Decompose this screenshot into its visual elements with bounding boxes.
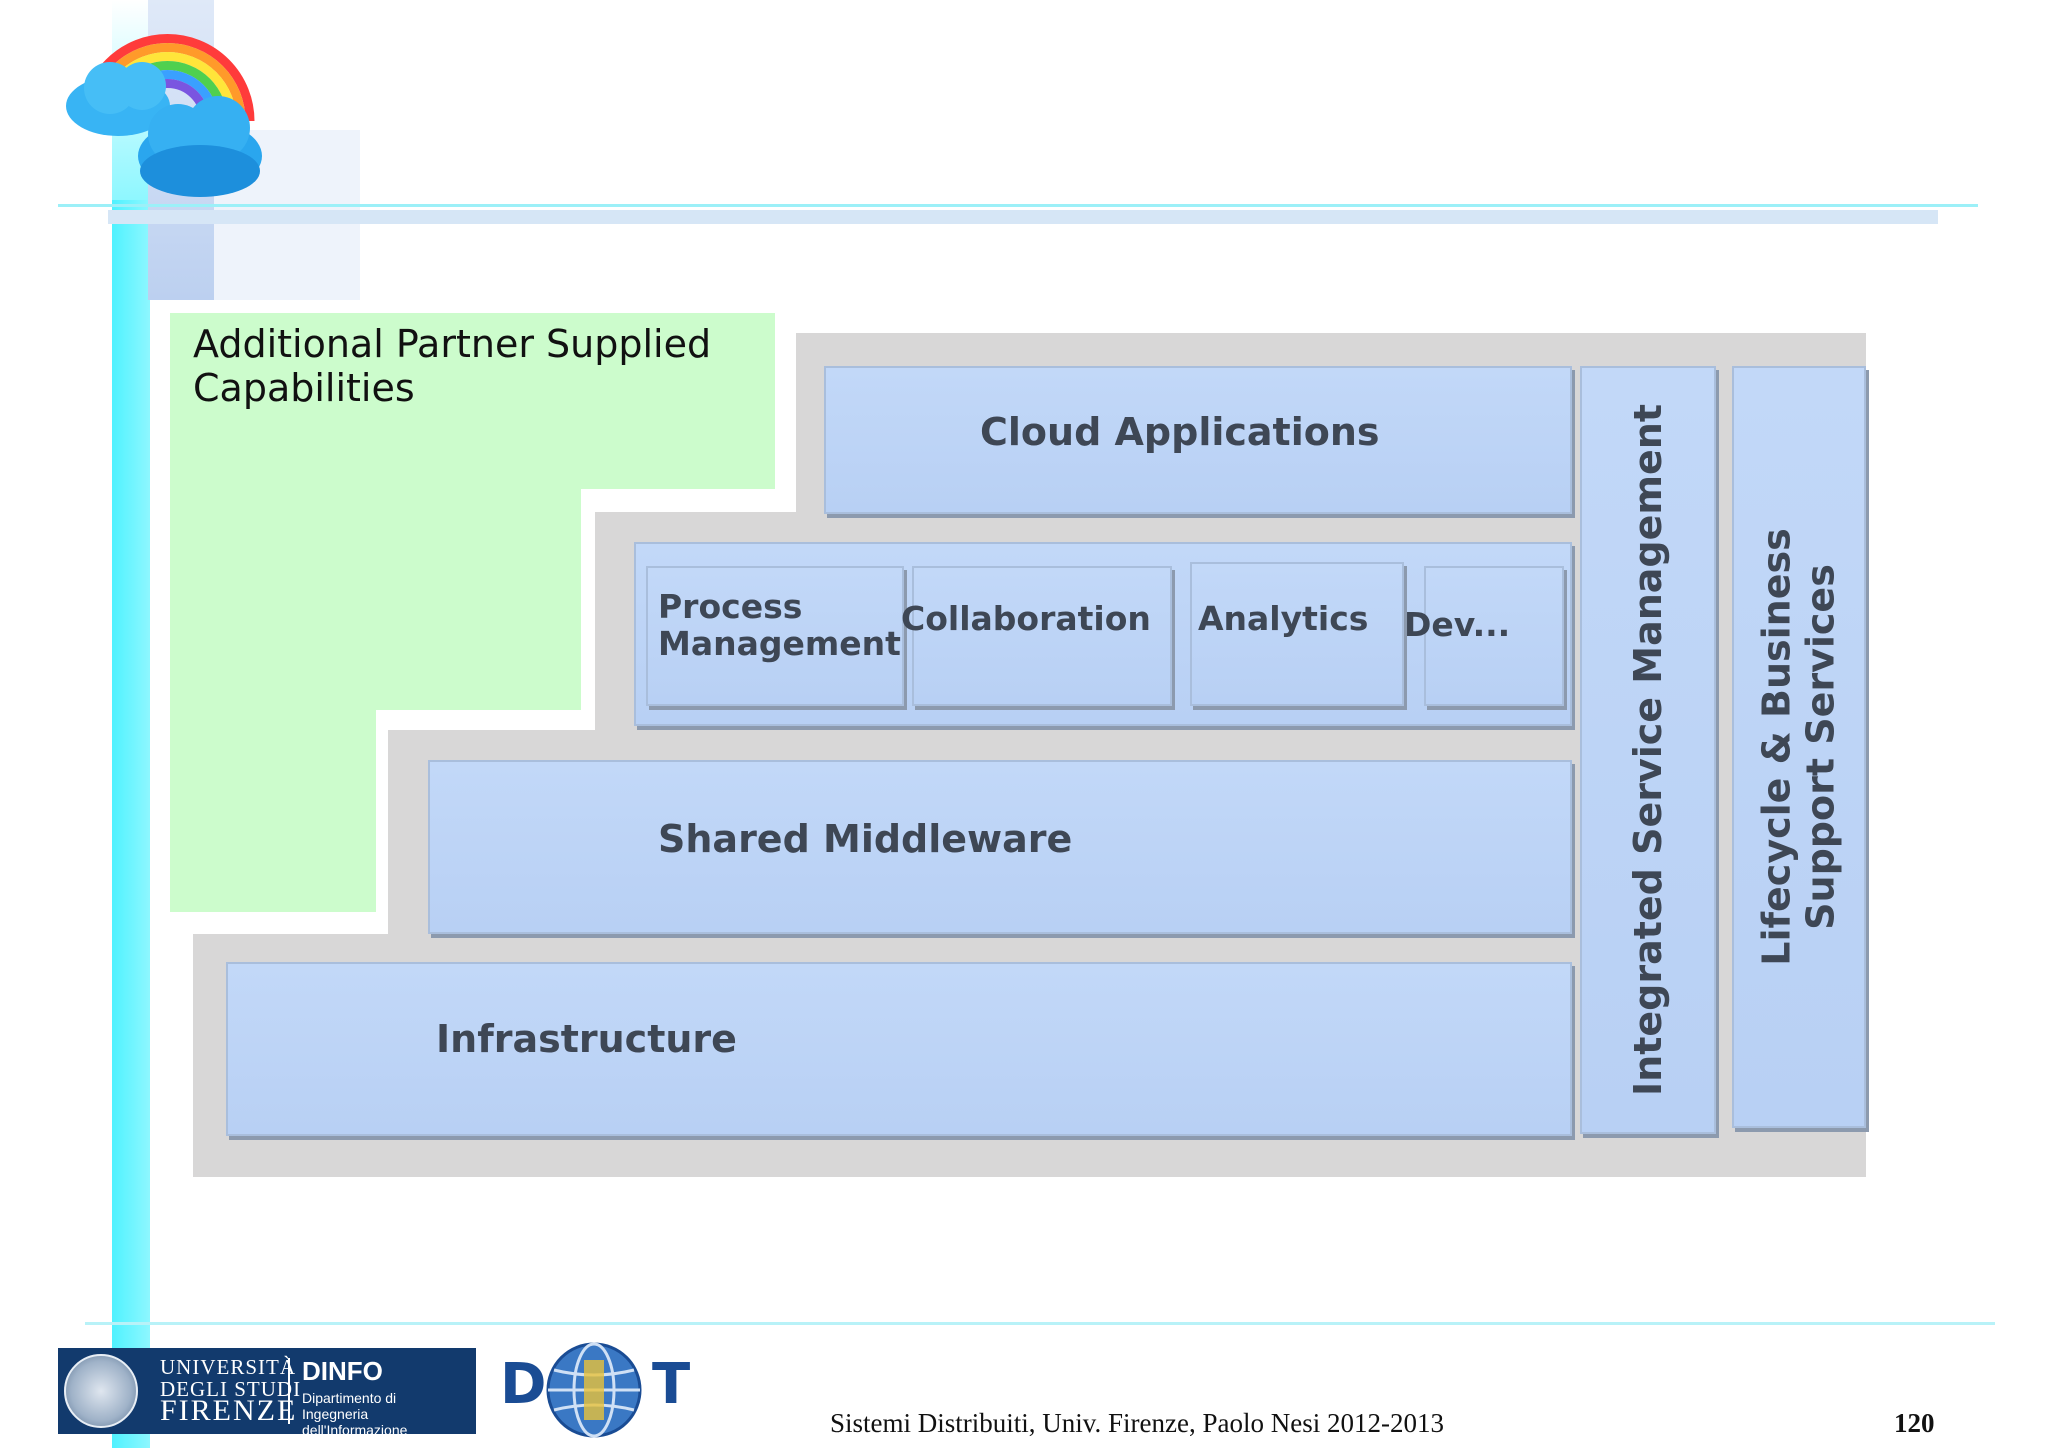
page-number: 120 [1894,1408,1935,1438]
shared-middleware-layer [428,760,1572,934]
footer-caption: Sistemi Distribuiti, Univ. Firenze, Paol… [830,1408,1444,1438]
header-rule [58,204,1978,207]
process-management-label: Process Management [658,587,901,663]
university-seal-icon [64,1354,138,1428]
collaboration-box [912,566,1172,706]
lifecycle-business-support-column: Lifecycle & Business Support Services [1732,366,1866,1128]
disit-letter-d: D [500,1352,547,1417]
collaboration-label: Collaboration [901,599,1151,638]
disit-logo: D T [500,1340,700,1440]
university-name: UNIVERSITÀ DEGLI STUDI FIRENZE [160,1355,302,1427]
cloud-applications-layer [824,366,1572,514]
analytics-box [1190,562,1404,706]
dinfo-name: DINFO [302,1356,383,1386]
decor-cyan-bar [112,200,150,1448]
analytics-label: Analytics [1198,599,1369,638]
process-management-box [646,566,904,706]
partner-region-step-3 [170,709,376,912]
partner-capabilities-title: Additional Partner Supplied Capabilities [193,322,712,410]
unifi-dinfo-logo: UNIVERSITÀ DEGLI STUDI FIRENZE DINFO Dip… [58,1348,476,1438]
globe-icon [546,1342,642,1438]
dev-label: Dev... [1404,605,1511,644]
lifecycle-business-support-label: Lifecycle & Business Support Services [1755,528,1844,966]
partner-region-step-2 [170,488,581,710]
rainbow-cloud-icon [66,34,262,197]
partner-capabilities-region [170,313,775,489]
infrastructure-label: Infrastructure [436,1017,737,1061]
cloud-applications-label: Cloud Applications [980,410,1380,454]
header-shadow-rule [108,210,1938,224]
integrated-service-management-label: Integrated Service Management [1626,404,1670,1096]
infrastructure-layer [226,962,1572,1136]
integrated-service-management-column: Integrated Service Management [1580,366,1716,1134]
shared-middleware-label: Shared Middleware [658,817,1073,861]
disit-letter-t: T [652,1352,691,1417]
footer-rule [85,1322,1995,1325]
dev-box [1424,566,1564,706]
logo-divider [288,1358,290,1424]
dinfo-subtitle: Dipartimento di Ingegneria dell'Informaz… [302,1390,408,1438]
